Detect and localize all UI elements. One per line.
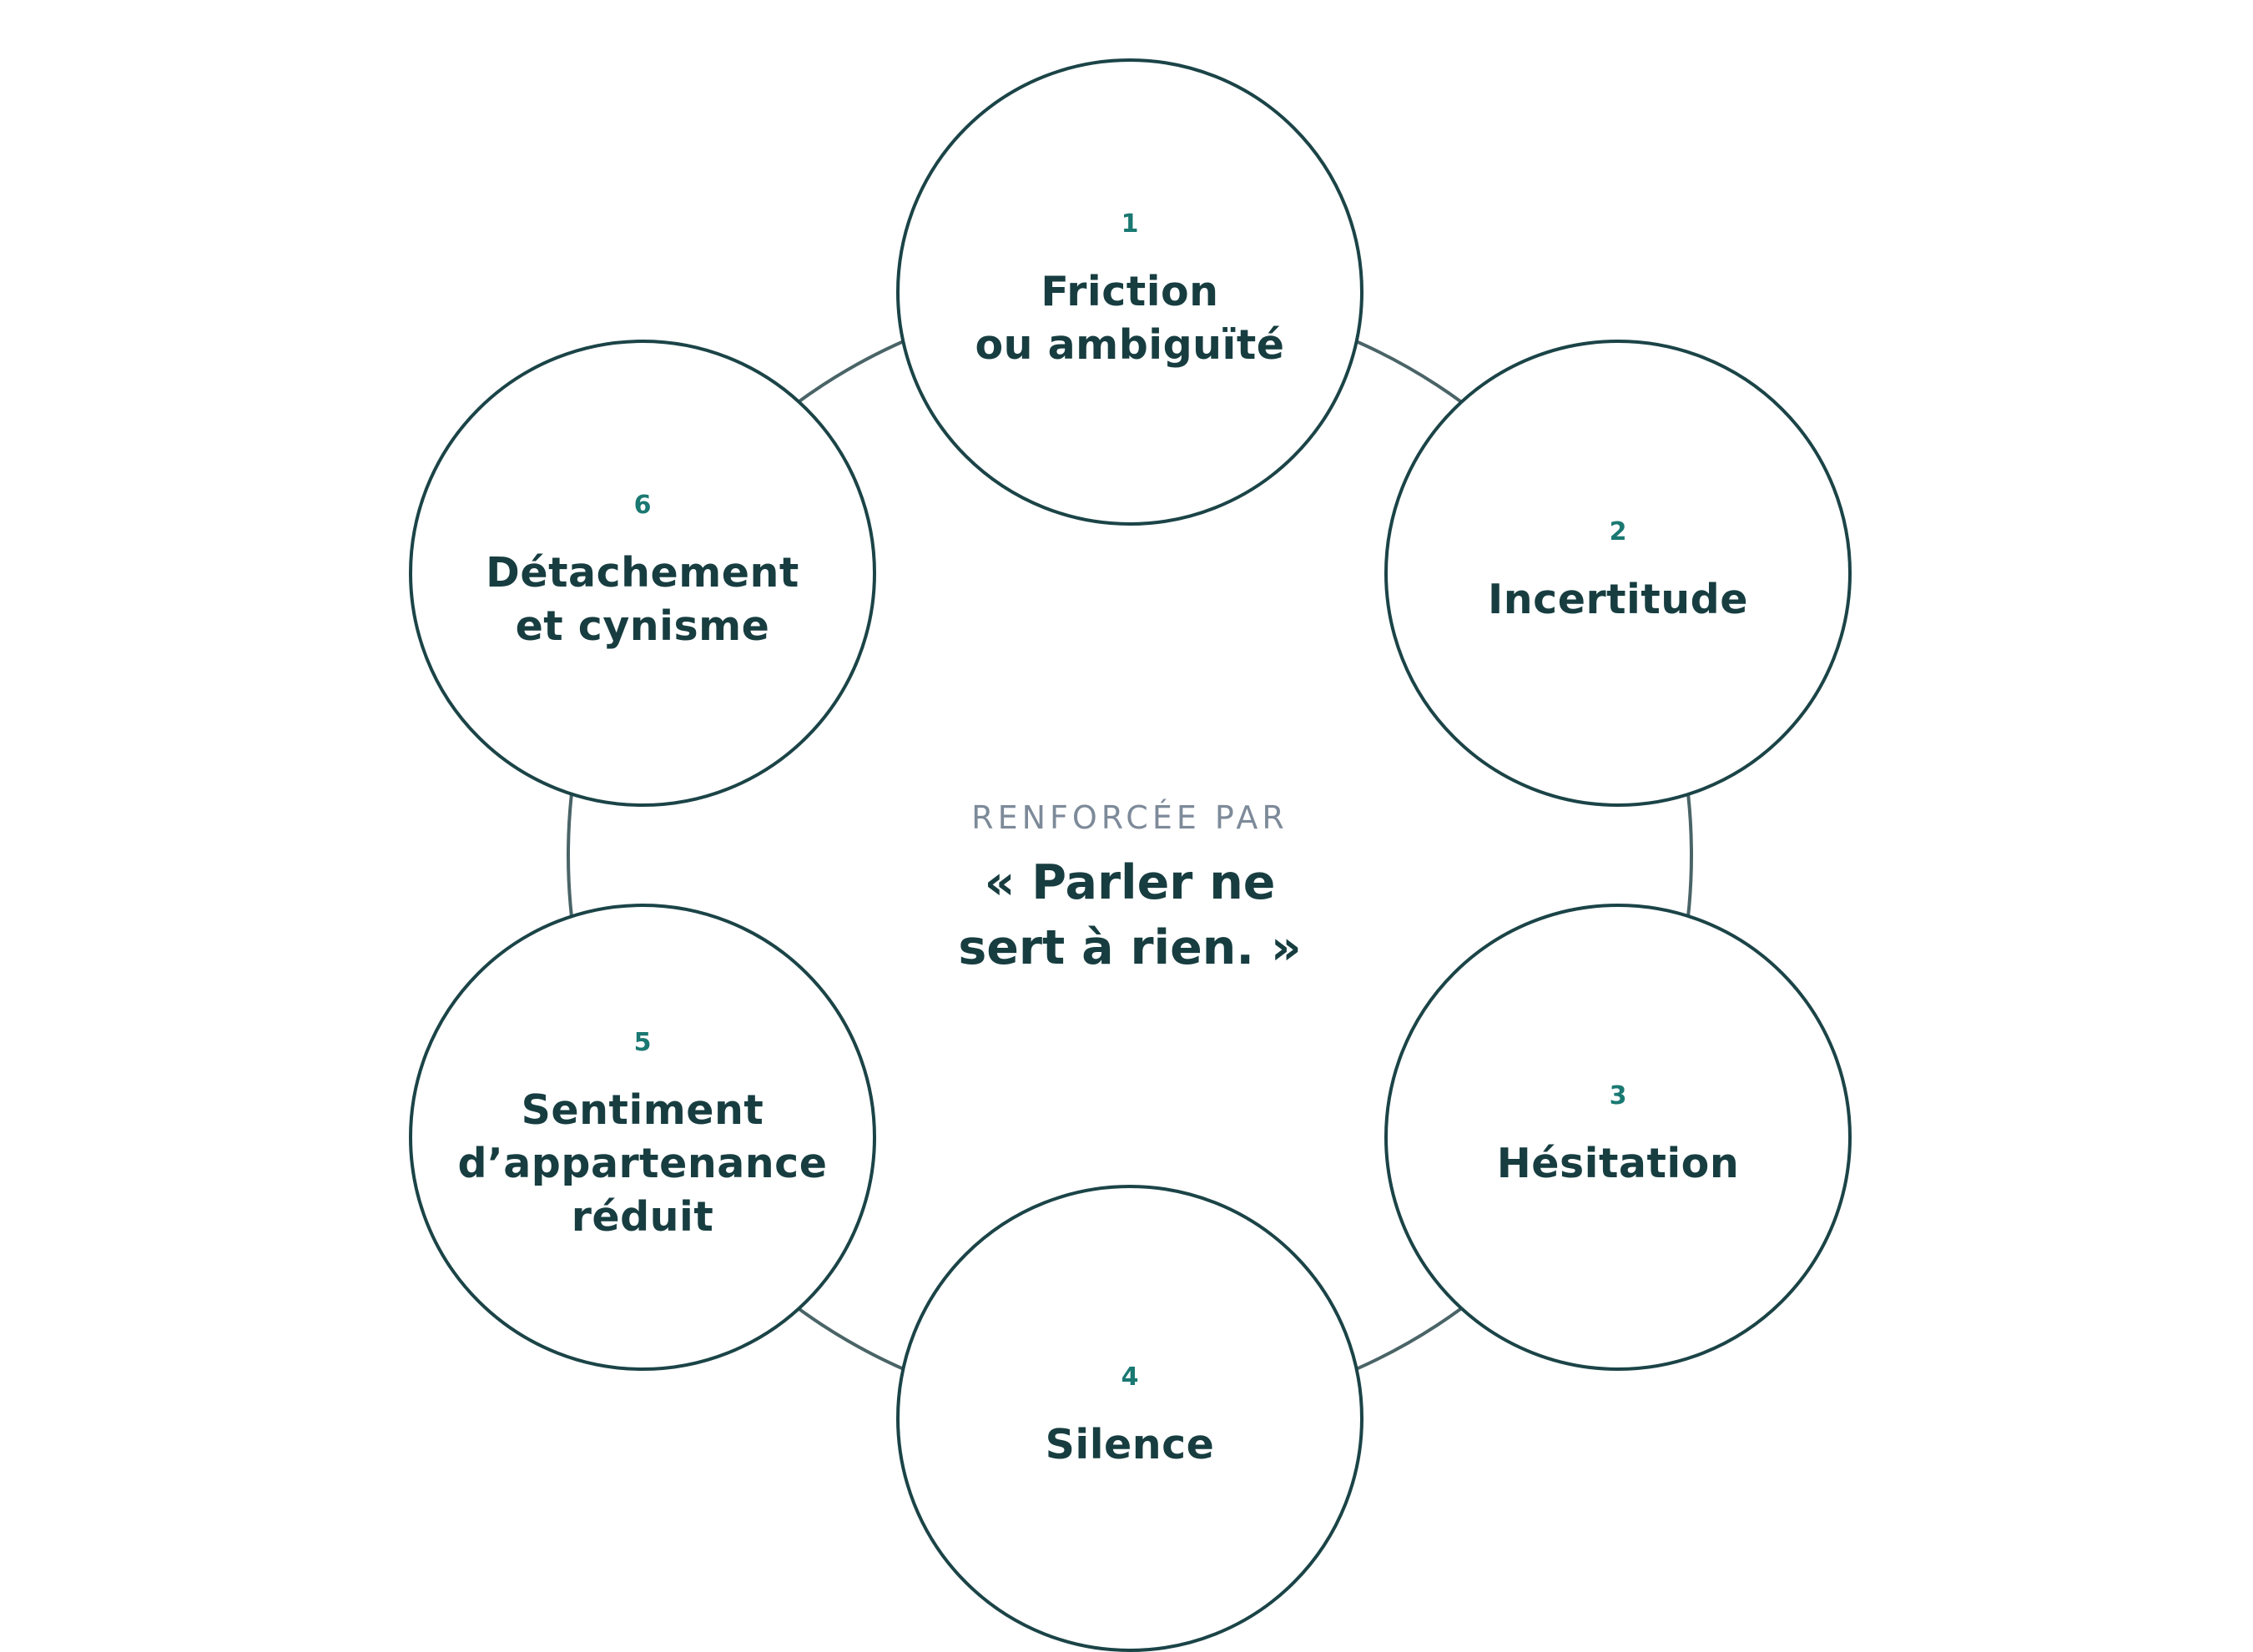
node-number: 1	[1121, 209, 1139, 239]
cycle-node-1: 1 Friction ou ambiguïté	[896, 58, 1363, 526]
node-number: 4	[1121, 1362, 1139, 1392]
center-kicker: RENFORCÉE PAR	[971, 799, 1288, 836]
cycle-node-5: 5 Sentiment d’appartenance réduit	[409, 904, 876, 1371]
cycle-node-2: 2 Incertitude	[1384, 340, 1852, 807]
node-label: Hésitation	[1496, 1140, 1740, 1187]
cycle-node-6: 6 Détachement et cynisme	[409, 340, 876, 807]
node-number: 3	[1609, 1081, 1627, 1111]
node-number: 6	[633, 491, 652, 520]
node-number: 2	[1609, 517, 1627, 546]
center-quote: « Parler ne sert à rien. »	[958, 855, 1302, 975]
node-label: Incertitude	[1488, 576, 1748, 623]
node-label: Silence	[1045, 1421, 1215, 1468]
node-label: Friction ou ambiguïté	[975, 268, 1285, 369]
center-message: RENFORCÉE PAR « Parler ne sert à rien. »	[796, 797, 1464, 980]
cycle-node-3: 3 Hésitation	[1384, 904, 1852, 1371]
cycle-node-4: 4 Silence	[896, 1185, 1363, 1652]
node-label: Sentiment d’appartenance réduit	[457, 1086, 828, 1241]
node-label: Détachement et cynisme	[486, 549, 799, 650]
node-number: 5	[633, 1028, 652, 1057]
